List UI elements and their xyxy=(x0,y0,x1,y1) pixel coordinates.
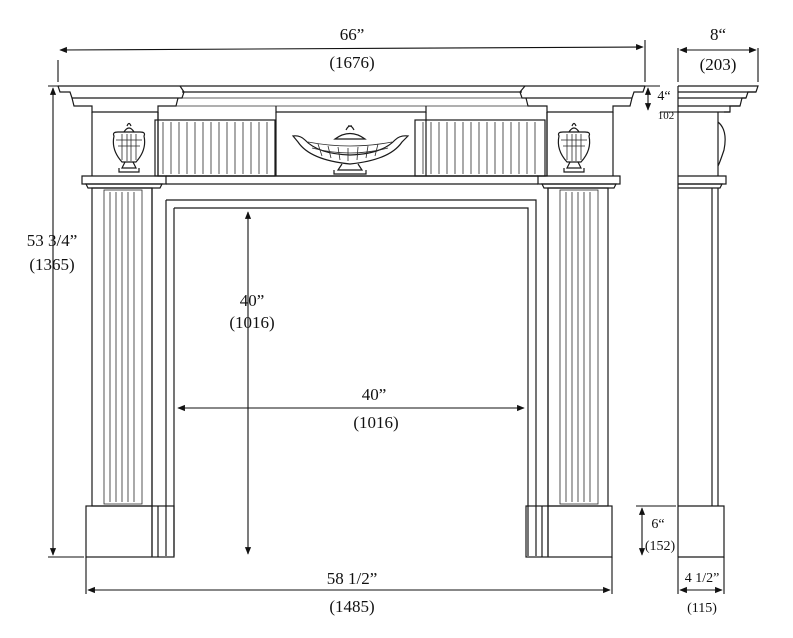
opening-width-imperial: 40” xyxy=(362,385,387,404)
opening-height-imperial: 40” xyxy=(240,291,265,310)
overall-width-imperial: 66” xyxy=(340,25,365,44)
right-pilaster xyxy=(547,187,609,507)
overall-height-imperial: 53 3/4” xyxy=(27,231,78,250)
front-elevation xyxy=(57,85,646,558)
opening-width-metric: (1016) xyxy=(353,413,398,432)
frieze xyxy=(91,112,614,177)
mantel-shelf xyxy=(57,85,646,113)
left-urn-ornament xyxy=(112,122,146,173)
base-width-imperial: 58 1/2” xyxy=(327,569,378,588)
left-fluted-panel xyxy=(154,119,276,177)
pilaster-capitals xyxy=(81,175,621,189)
overall-width-metric: (1676) xyxy=(329,53,374,72)
depth-metric: (203) xyxy=(700,55,737,74)
central-urn-ornament xyxy=(291,125,410,175)
leg-depth-metric: (115) xyxy=(687,601,717,616)
shelf-thickness-metric: 102 xyxy=(658,110,675,122)
fireplace-opening xyxy=(151,188,549,556)
plinth-blocks xyxy=(85,505,613,558)
base-width-metric: (1485) xyxy=(329,597,374,616)
dimension-labels: 66” (1676) 8“ (203) 53 3/4” (1365) 4“ 10… xyxy=(27,25,737,616)
leg-depth-imperial: 4 1/2” xyxy=(685,571,720,586)
opening-height-metric: (1016) xyxy=(229,313,274,332)
plinth-height-imperial: 6“ xyxy=(651,517,664,532)
right-urn-ornament xyxy=(557,122,591,173)
side-elevation xyxy=(677,85,759,558)
depth-imperial: 8“ xyxy=(710,25,726,44)
plinth-height-metric: (152) xyxy=(645,539,676,554)
right-fluted-panel xyxy=(414,119,546,177)
overall-height-metric: (1365) xyxy=(29,255,74,274)
dimension-lines xyxy=(48,40,759,594)
left-pilaster xyxy=(91,187,153,507)
shelf-thickness-imperial: 4“ xyxy=(657,89,670,104)
